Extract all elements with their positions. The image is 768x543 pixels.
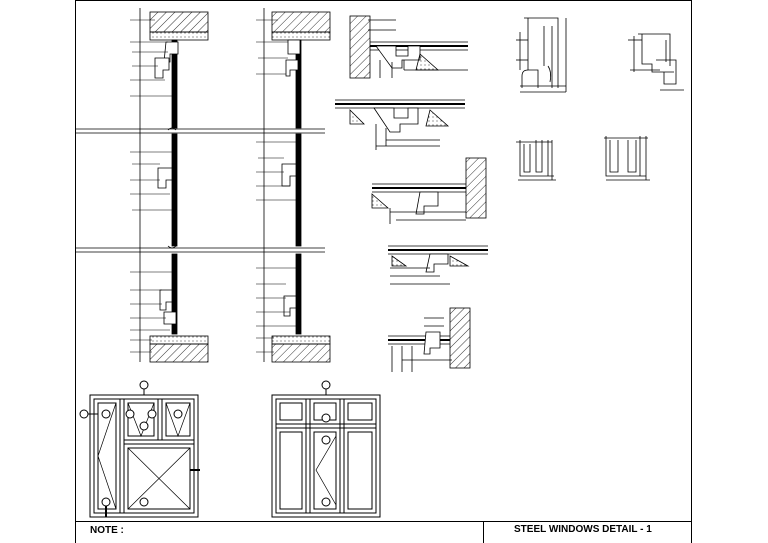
- plan-details: [335, 15, 488, 372]
- drawing-title: STEEL WINDOWS DETAIL - 1: [514, 524, 652, 535]
- window-elevation-2: [271, 380, 381, 518]
- vertical-section-a: [130, 8, 209, 363]
- vertical-section-b: [256, 8, 331, 363]
- note-label: NOTE :: [90, 525, 124, 536]
- section-break-lines: [75, 128, 325, 253]
- sheet-border: [75, 0, 692, 543]
- steel-profiles: [516, 17, 684, 181]
- window-elevation-1: [79, 380, 200, 518]
